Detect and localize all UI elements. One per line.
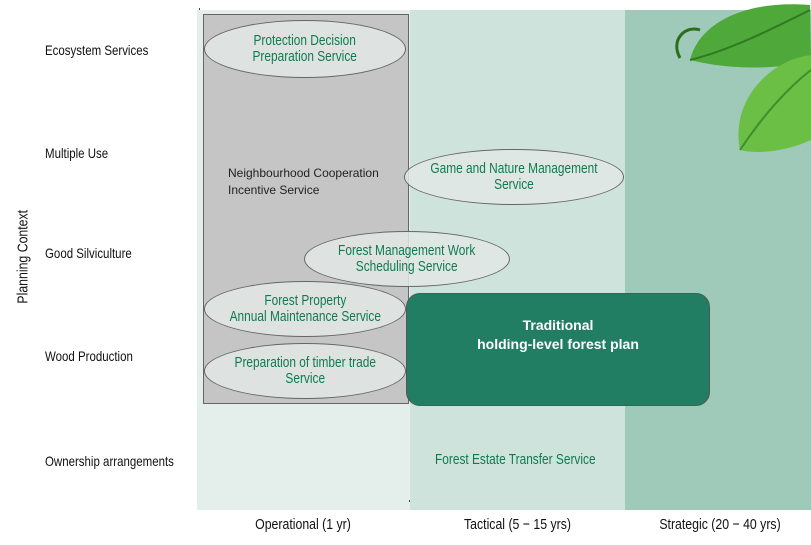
timber-trade-preparation-label: Preparation of timber trade Service (234, 355, 376, 387)
forest-management-work-scheduling-service: Forest Management Work Scheduling Servic… (304, 231, 510, 287)
row-label-ownership-arrangements: Ownership arrangements (45, 453, 174, 469)
game-nature-management-service: Game and Nature Management Service (404, 149, 624, 205)
row-label-multiple-use: Multiple Use (45, 145, 109, 161)
protection-decision-service: Protection Decision Preparation Service (204, 20, 406, 78)
traditional-forest-plan-box: Traditional holding-level forest plan (406, 293, 710, 406)
game-nature-management-label: Game and Nature Management Service (430, 161, 598, 193)
column-label-strategic: Strategic (20 − 40 yrs) (659, 516, 781, 533)
column-label-tactical: Tactical (5 − 15 yrs) (464, 516, 571, 533)
forest-property-maintenance-label: Forest Property Annual Maintenance Servi… (229, 293, 381, 325)
column-label-operational: Operational (1 yr) (255, 516, 351, 533)
operational-services-box (203, 14, 409, 404)
row-label-wood-production: Wood Production (45, 348, 133, 364)
y-axis-title: Planning Context (14, 209, 32, 304)
neighbourhood-cooperation-service: Neighbourhood Cooperation Incentive Serv… (228, 166, 379, 197)
timber-trade-preparation-service: Preparation of timber trade Service (204, 343, 406, 399)
traditional-forest-plan-label: Traditional holding-level forest plan (477, 316, 639, 352)
row-label-ecosystem-services: Ecosystem Services (45, 42, 149, 58)
axis-tick (199, 8, 200, 10)
axis-tick (409, 500, 410, 502)
green-leaf-icon (660, 0, 811, 175)
forest-estate-transfer-service: Forest Estate Transfer Service (435, 452, 596, 468)
forest-property-maintenance-service: Forest Property Annual Maintenance Servi… (204, 281, 406, 337)
forest-management-work-scheduling-label: Forest Management Work Scheduling Servic… (338, 243, 476, 275)
row-label-good-silviculture: Good Silviculture (45, 245, 132, 261)
protection-decision-label: Protection Decision Preparation Service (252, 33, 358, 65)
